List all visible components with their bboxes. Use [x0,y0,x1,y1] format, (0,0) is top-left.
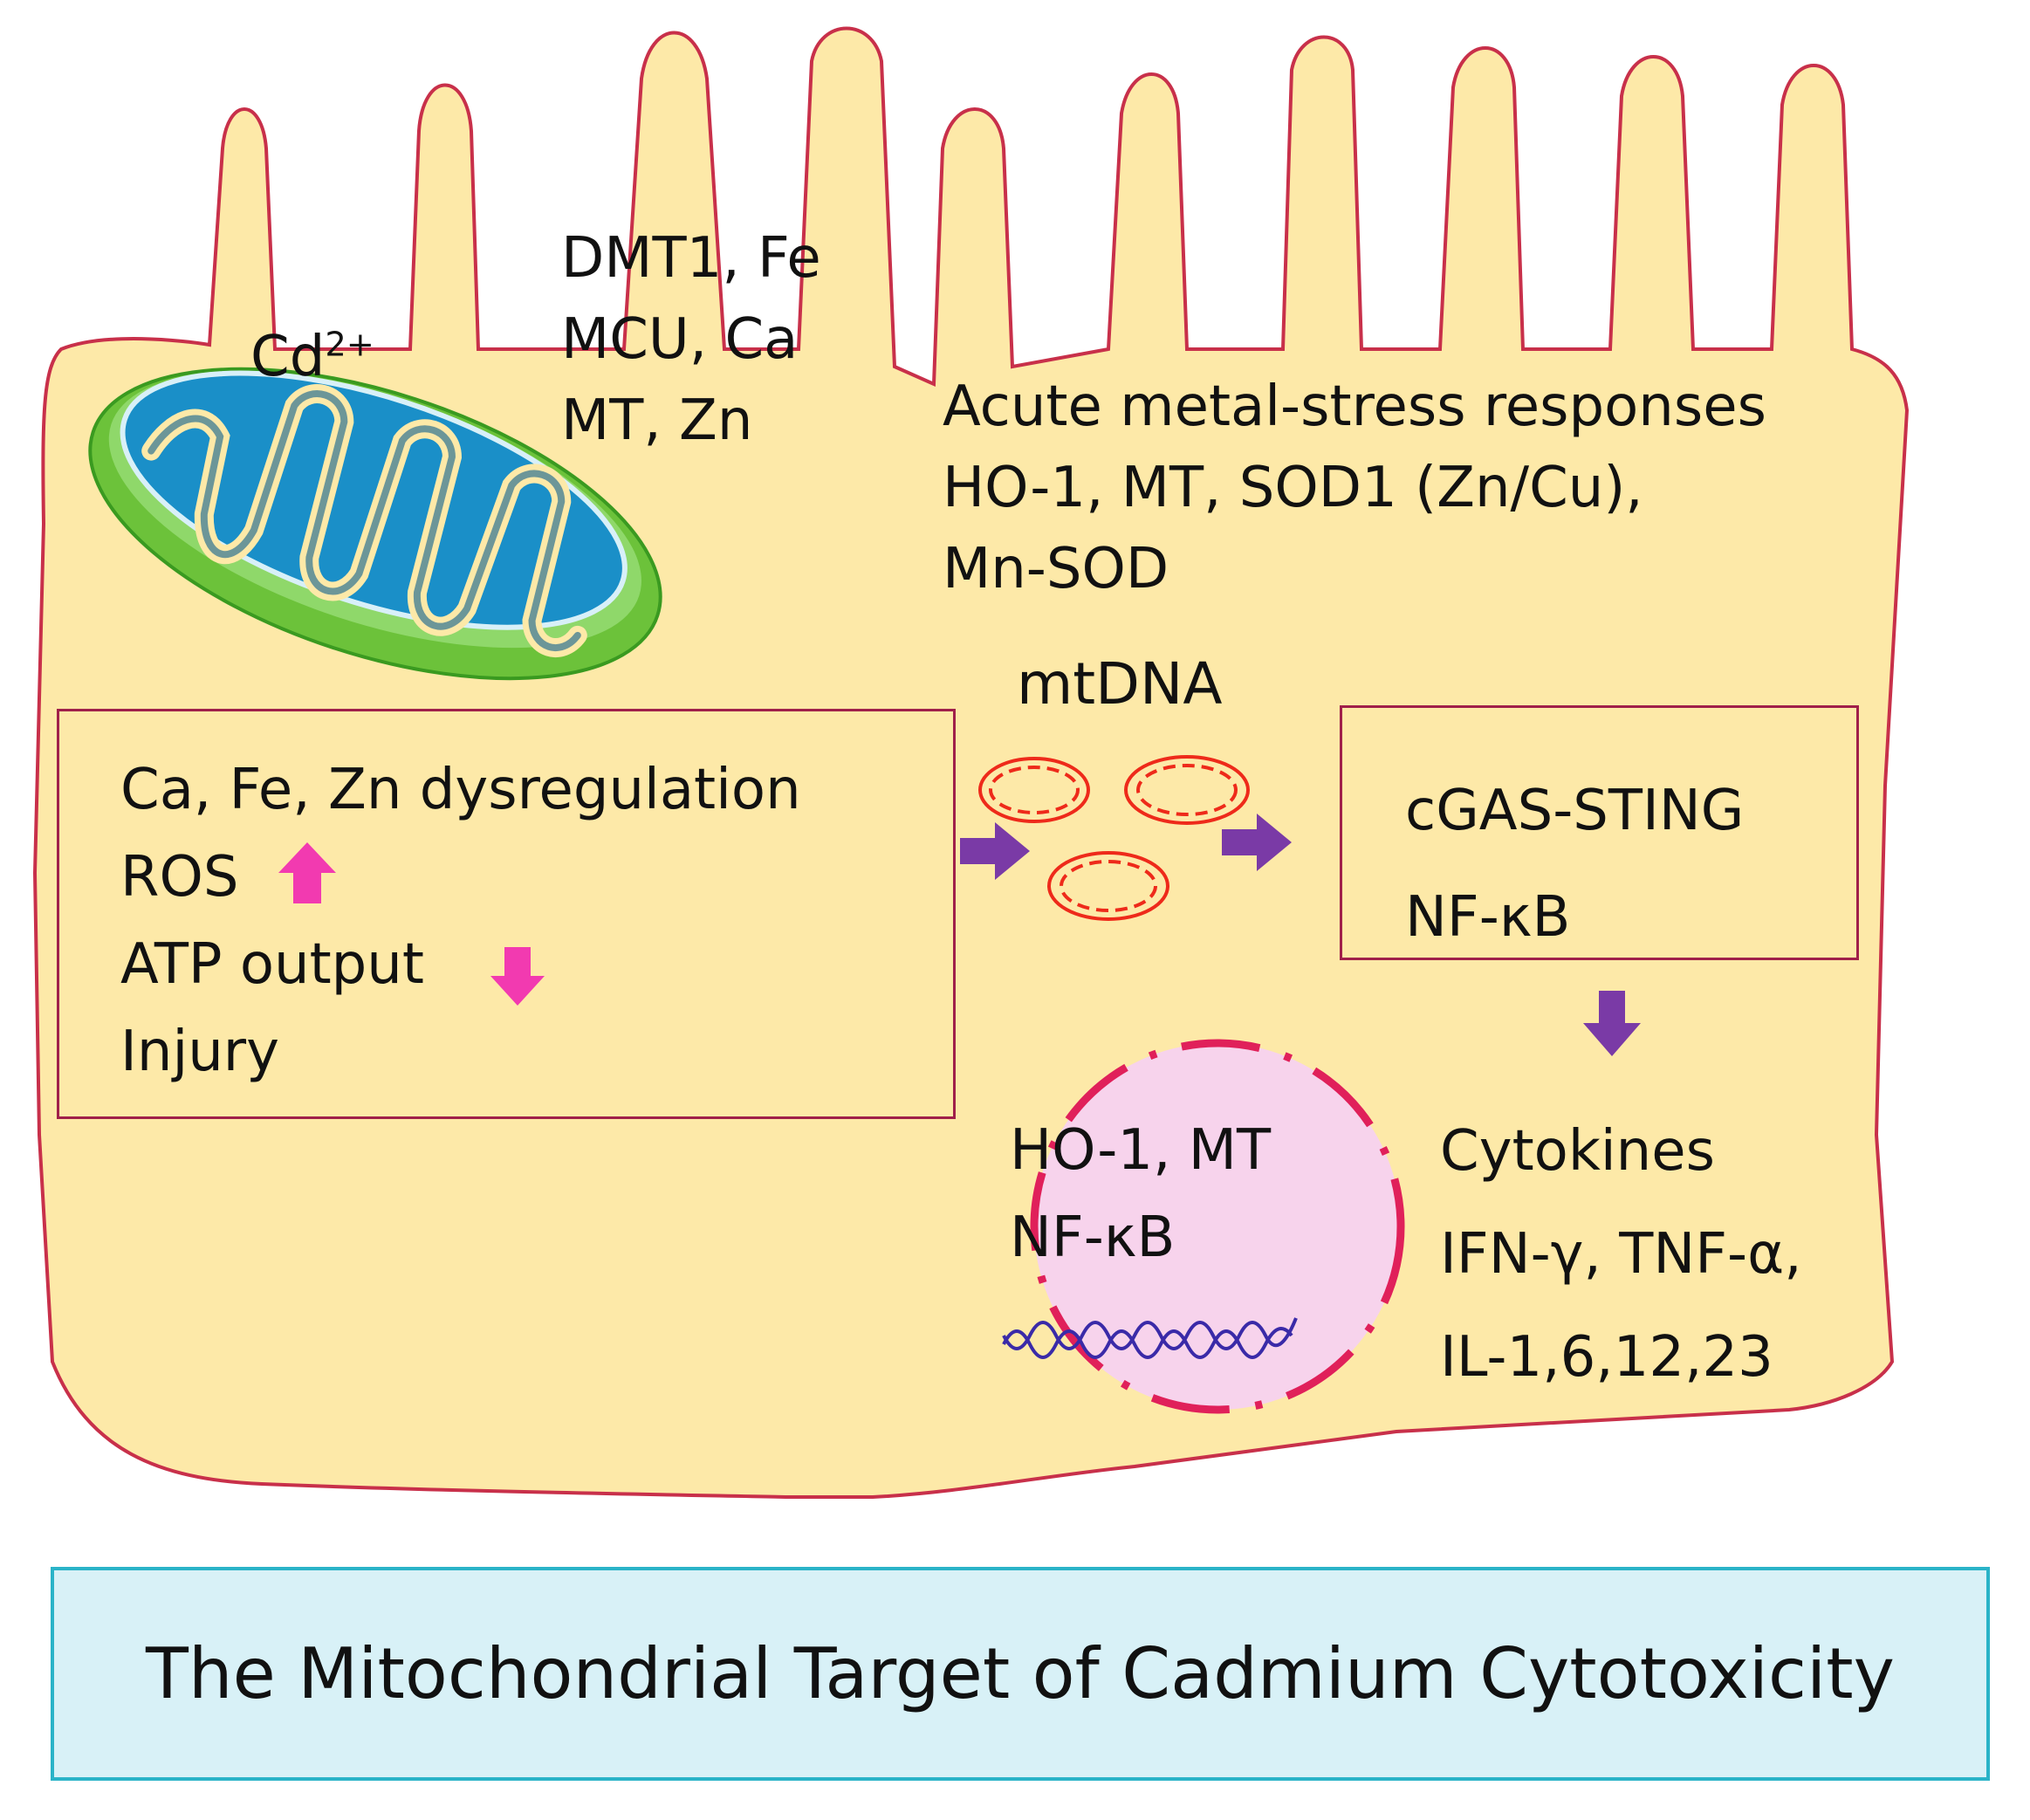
mtdna-circle [1047,851,1169,921]
mtdna-circle [1124,755,1250,825]
atp-output-label: ATP output [120,932,424,997]
acute-responses-line2: Mn-SOD [943,536,1169,601]
cytokines-line2: IL-1,6,12,23 [1440,1325,1773,1390]
dysregulation-text: Ca, Fe, Zn dysregulation ROS ATP output … [120,746,801,1095]
transport-list: DMT1, Fe MCU, Ca MT, Zn [561,218,821,461]
figure-title: The Mitochondrial Target of Cadmium Cyto… [146,1633,1895,1714]
cadmium-ion-label: Cd2+ [250,325,374,389]
cytokines-heading: Cytokines [1440,1119,1715,1184]
nucleus-text: HO-1, MT NF-κB [1010,1107,1271,1281]
acute-responses: Acute metal-stress responses HO-1, MT, S… [943,367,1766,609]
nucleus [1030,1039,1405,1414]
dna-helix-icon [1002,1317,1298,1359]
cgas-sting-label: cGAS-STING [1405,779,1745,843]
transport-line-dmt1: DMT1, Fe [561,226,821,291]
cytokines-text: Cytokines IFN-γ, TNF-α, IL-1,6,12,23 [1440,1100,1802,1409]
atp-down-arrow [490,947,545,1006]
transport-line-mt: MT, Zn [561,388,753,453]
nfkb-sensing-label: NF-κB [1405,885,1571,950]
ros-label: ROS [120,845,239,910]
sensing-box [1340,705,1859,960]
injury-label: Injury [120,1020,279,1084]
sensing-text: cGAS-STING NF-κB [1405,758,1744,971]
transport-line-mcu: MCU, Ca [561,306,799,372]
title-box: The Mitochondrial Target of Cadmium Cyto… [51,1567,1990,1781]
mtdna-circle [978,757,1090,823]
mitochondrion [88,367,662,681]
arrow-to-cgas [1222,814,1292,871]
ros-up-arrow [278,842,336,903]
nucleus-genes-label: HO-1, MT [1010,1118,1272,1183]
dysregulation-box [57,709,956,1119]
cytokines-line1: IFN-γ, TNF-α, [1440,1222,1802,1287]
acute-responses-line1: HO-1, MT, SOD1 (Zn/Cu), [943,455,1643,520]
mtdna-label: mtDNA [1017,650,1223,718]
acute-responses-heading: Acute metal-stress responses [943,374,1766,439]
cell-membrane [32,26,1910,1499]
nucleus-nfkb-label: NF-κB [1010,1205,1176,1270]
dysregulation-line: Ca, Fe, Zn dysregulation [120,758,801,822]
arrow-to-cytokines [1583,991,1641,1056]
arrow-to-mtdna [960,822,1030,880]
